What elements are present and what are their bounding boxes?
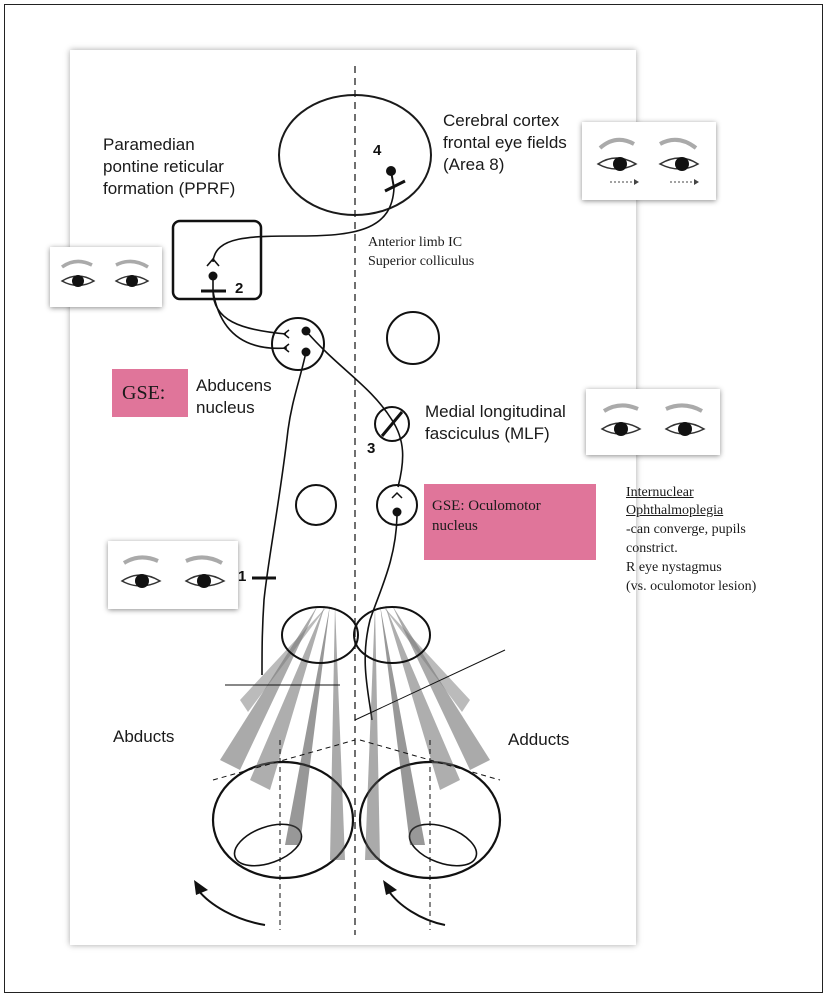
left-eye-orbit: [194, 605, 358, 930]
abducens-nucleus-circle: [272, 318, 324, 370]
mlf-label: Medial longitudinal fasciculus (MLF): [425, 401, 566, 445]
right-abducens-circle: [387, 312, 439, 364]
abducts-label: Abducts: [113, 726, 174, 748]
gse-oculomotor-box: GSE: Oculomotor nucleus: [424, 484, 596, 560]
adducts-label: Adducts: [508, 729, 569, 751]
abducens-label: Abducens nucleus: [196, 375, 272, 419]
anterior-limb-label: Anterior limb IC: [368, 234, 462, 252]
cortex-label: Cerebral cortex frontal eye fields (Area…: [443, 110, 567, 176]
eye-panel-cortex: [582, 122, 716, 200]
number-4: 4: [373, 142, 381, 159]
eyes-center-icon: [50, 247, 162, 307]
left-oculomotor-circle: [296, 485, 336, 525]
eyes-center-icon: [586, 389, 720, 455]
gse-abducens-box: GSE:: [112, 369, 188, 417]
lesion-4-mark: [385, 181, 405, 191]
ino-title: Internuclear Ophthalmoplegia: [626, 484, 756, 520]
ino-description: -can converge, pupils constrict. R eye n…: [626, 520, 756, 596]
mlf-fiber: [306, 331, 403, 487]
number-3: 3: [367, 440, 375, 457]
number-1: 1: [238, 568, 246, 585]
right-eye-orbit: [354, 605, 505, 930]
eye-panel-mlf: [586, 389, 720, 455]
ino-notes: Internuclear Ophthalmoplegia -can conver…: [626, 484, 756, 596]
pprf-box: [173, 221, 261, 299]
number-2: 2: [235, 280, 243, 297]
eye-panel-nerve: [108, 541, 238, 609]
eyes-center-icon: [108, 541, 238, 609]
pprf-label: Paramedian pontine reticular formation (…: [103, 134, 235, 200]
eyes-gaze-right-icon: [582, 122, 716, 200]
superior-colliculus-label: Superior colliculus: [368, 253, 474, 271]
eye-panel-pprf: [50, 247, 162, 307]
